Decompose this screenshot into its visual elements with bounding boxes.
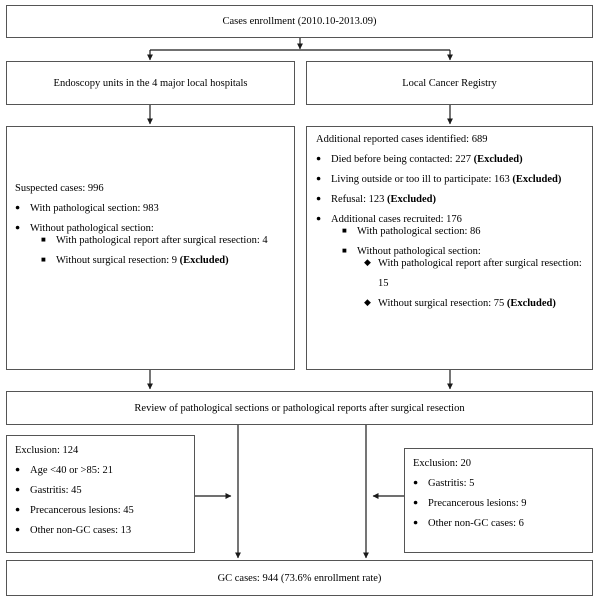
registry-item-0-excluded: (Excluded) [473,154,523,166]
disc-bullet-icon: ● [15,464,21,475]
exclusion-right-item-1: Precancerous lesions: 9 [428,498,527,510]
list-item: ● Precancerous lesions: 45 [15,504,190,517]
list-item: ● Age <40 or >85: 21 [15,464,190,477]
list-item: ■ Without surgical resection: 9 (Exclude… [41,255,290,267]
exclusion-right-item-0: Gastritis: 5 [428,478,475,490]
exclusion-right-lead: Exclusion: 20 [413,458,472,469]
registry-item-2-excluded: (Excluded) [387,194,437,206]
registry-list: ● Died before being contacted: 227 (Excl… [316,153,589,226]
exclusion-right-list: ● Gastritis: 5 ● Precancerous lesions: 9… [413,477,588,530]
disc-bullet-icon: ● [413,477,419,488]
node-exclusion-right: Exclusion: 20 ● Gastritis: 5 ● Precancer… [404,448,593,553]
node-endoscopy-units-label: Endoscopy units in the 4 major local hos… [53,77,248,89]
suspected-lead: Suspected cases: 996 [15,183,104,194]
disc-bullet-icon: ● [413,517,419,528]
exclusion-left-list: ● Age <40 or >85: 21 ● Gastritis: 45 ● P… [15,464,190,537]
node-suspected-cases: Suspected cases: 996 ● With pathological… [6,126,295,370]
suspected-sub-1: Without surgical resection: 9 [56,255,180,267]
registry-item-2: Refusal: 123 [331,194,387,206]
square-bullet-icon: ■ [41,255,46,265]
list-item: ● Refusal: 123 (Excluded) [316,193,589,206]
registry-subsub-1-excluded: (Excluded) [506,297,556,309]
list-item: ◆ With pathological report after surgica… [364,257,589,289]
exclusion-left-item-2: Precancerous lesions: 45 [30,505,134,517]
diamond-bullet-icon: ◆ [364,296,371,307]
exclusion-left-lead: Exclusion: 124 [15,445,79,456]
list-item: ● Gastritis: 45 [15,484,190,497]
suspected-sub-0: With pathological report after surgical … [56,235,268,247]
diamond-bullet-icon: ◆ [364,257,371,268]
node-registry-cases: Additional reported cases identified: 68… [306,126,593,370]
list-item: ■ With pathological report after surgica… [41,235,290,247]
node-review-label: Review of pathological sections or patho… [134,402,465,414]
disc-bullet-icon: ● [15,524,21,535]
registry-item-1: Living outside or too ill to participate… [331,174,513,186]
disc-bullet-icon: ● [316,193,322,204]
suspected-item-0: With pathological section: 983 [30,203,159,215]
list-item: ● Died before being contacted: 227 (Excl… [316,153,589,166]
list-item: ● Precancerous lesions: 9 [413,497,588,510]
square-bullet-icon: ■ [41,235,46,245]
square-bullet-icon: ■ [342,246,347,256]
exclusion-left-item-3: Other non-GC cases: 13 [30,525,132,537]
disc-bullet-icon: ● [15,504,21,515]
list-item: ● With pathological section: 983 [15,202,290,215]
registry-subsub-1: Without surgical resection: 75 [378,297,507,309]
disc-bullet-icon: ● [316,213,322,224]
list-item: ● Other non-GC cases: 13 [15,524,190,537]
registry-sub-0: With pathological section: 86 [357,226,481,238]
node-local-cancer-registry: Local Cancer Registry [306,61,593,105]
suspected-list: ● With pathological section: 983 ● Witho… [15,202,290,235]
registry-item-0: Died before being contacted: 227 [331,154,474,166]
list-item: ■ Without pathological section: [342,246,589,258]
registry-lead: Additional reported cases identified: 68… [316,134,488,145]
registry-sublist: ■ With pathological section: 86 ■ Withou… [342,226,589,258]
square-bullet-icon: ■ [342,226,347,236]
registry-subsub-0-value: 15 [378,277,389,289]
suspected-sublist: ■ With pathological report after surgica… [41,235,290,267]
disc-bullet-icon: ● [15,202,21,213]
registry-item-3: Additional cases recruited: 176 [331,214,462,226]
disc-bullet-icon: ● [413,497,419,508]
list-item: ● Additional cases recruited: 176 [316,213,589,226]
registry-subsub-0: With pathological report after surgical … [378,258,582,270]
registry-item-1-excluded: (Excluded) [512,174,562,186]
node-local-cancer-registry-label: Local Cancer Registry [402,77,497,89]
list-item: ● Gastritis: 5 [413,477,588,490]
suspected-sub-1-excluded: (Excluded) [179,255,229,267]
node-exclusion-left: Exclusion: 124 ● Age <40 or >85: 21 ● Ga… [6,435,195,553]
list-item: ● Other non-GC cases: 6 [413,517,588,530]
exclusion-left-item-0: Age <40 or >85: 21 [30,465,114,477]
node-cases-enrollment: Cases enrollment (2010.10-2013.09) [6,5,593,38]
disc-bullet-icon: ● [316,173,322,184]
list-item: ■ With pathological section: 86 [342,226,589,238]
exclusion-left-item-1: Gastritis: 45 [30,485,82,497]
list-item: ● Living outside or too ill to participa… [316,173,589,186]
list-item: ● Without pathological section: [15,222,290,235]
node-gc-cases-result-label: GC cases: 944 (73.6% enrollment rate) [217,572,382,584]
disc-bullet-icon: ● [316,153,322,164]
node-cases-enrollment-label: Cases enrollment (2010.10-2013.09) [222,16,377,27]
suspected-item-1: Without pathological section: [30,223,154,235]
exclusion-right-item-2: Other non-GC cases: 6 [428,518,524,530]
registry-subsublist: ◆ With pathological report after surgica… [364,257,589,310]
node-gc-cases-result: GC cases: 944 (73.6% enrollment rate) [6,560,593,596]
list-item: ◆ Without surgical resection: 75 (Exclud… [364,296,589,310]
disc-bullet-icon: ● [15,484,21,495]
node-review: Review of pathological sections or patho… [6,391,593,425]
node-endoscopy-units: Endoscopy units in the 4 major local hos… [6,61,295,105]
disc-bullet-icon: ● [15,222,21,233]
registry-sub-1: Without pathological section: [357,246,481,258]
